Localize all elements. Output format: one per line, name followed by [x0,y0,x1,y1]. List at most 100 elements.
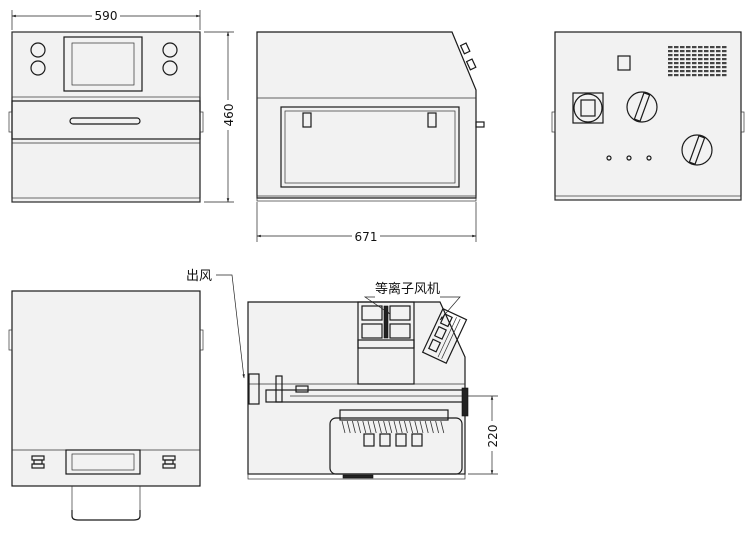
vent-slot [674,70,679,73]
heater-fin [424,420,429,434]
vent-slot [692,54,697,57]
front-base [11,197,201,203]
top-view [8,290,204,521]
heater-fin [435,420,439,434]
heater-fin [367,420,372,434]
vent-slot [722,54,727,57]
vent-grille [668,46,727,77]
width-dimension: 590 [95,9,118,23]
depth-dimension: 671 [355,230,378,244]
side-view: 671 [256,31,485,244]
side-body [256,31,477,199]
fan-label: 等离子风机 [375,281,440,297]
vent-slot [710,62,715,65]
vent-slot [674,50,679,53]
drawer-handle [69,117,141,125]
vent-slot [692,70,697,73]
vent-slot [674,66,679,69]
vent-slot [668,62,673,65]
vent-slot [722,66,727,69]
vent-slot [704,46,709,49]
top-body [11,290,201,487]
vent-slot [680,66,685,69]
section-base [247,473,466,480]
top-display [71,453,135,471]
outlet-label: 出风 [186,269,212,284]
fan-nozzle-2 [465,58,477,71]
vent-slot [668,54,673,57]
vent-slot [686,54,691,57]
heater-cells [363,433,423,447]
heater-fin [357,420,361,434]
vent-slot [704,54,709,57]
vent-slot [686,66,691,69]
front-side-tab-right [199,111,204,133]
back-hole-1 [606,155,612,161]
front-control-panel [11,31,201,98]
heater-fin [362,420,367,434]
back-dial-1-knob [633,92,651,122]
vent-slot [674,74,679,77]
vent-slot [704,74,709,77]
vent-slot [698,58,703,61]
back-dial-2-knob [688,135,706,165]
back-dial-1-icon [626,91,658,123]
rail-end-bar [461,387,469,417]
display-screen-frame [63,36,143,92]
vent-slot [716,74,721,77]
heater-fin [419,420,424,434]
vent-slot [710,46,715,49]
top-side-tab-left [8,329,13,351]
section-base-mark [342,474,374,479]
knob-bottom-right-icon [162,60,178,76]
vent-slot [716,50,721,53]
front-body [11,31,201,203]
top-side-tab-right [199,329,204,351]
vent-slot [710,66,715,69]
front-view: 590 460 [8,8,236,203]
heater-fin [404,420,408,434]
vent-slot [686,74,691,77]
vent-slot [686,50,691,53]
heater-fin [346,420,351,434]
top-knob-left-icon [31,455,45,469]
height-dimension: 460 [222,104,236,127]
power-socket-icon [573,93,603,123]
vent-slot [692,46,697,49]
vent-slot [710,54,715,57]
vent-slot [692,62,697,65]
rail-clamp [295,385,309,393]
vent-slot [704,66,709,69]
vent-slot [686,62,691,65]
heater-fin [409,420,413,434]
vent-slot [710,74,715,77]
vent-slot [722,46,727,49]
back-side-tab-right [740,111,745,133]
vent-slot [692,50,697,53]
display-screen [71,42,135,86]
plasma-fan-module [421,307,468,364]
vent-slot [698,70,703,73]
vent-slot [692,66,697,69]
vent-slot [698,62,703,65]
vent-slot [680,74,685,77]
fan-leader-2 [439,296,461,321]
side-connector [475,121,485,128]
heater-fin [388,420,393,434]
heater-fin [398,420,403,434]
vent-slot [710,50,715,53]
top-knob-right-icon [162,455,176,469]
heater-fins [341,420,445,434]
vent-slot [692,58,697,61]
heater-fin [341,420,346,434]
heater-fin [440,420,445,434]
heater-fin [383,420,387,434]
vent-slot [698,46,703,49]
vent-slot [686,46,691,49]
back-dial-2-icon [681,134,713,166]
heater-fin [378,420,382,434]
back-base [554,195,742,201]
vent-slot [704,50,709,53]
